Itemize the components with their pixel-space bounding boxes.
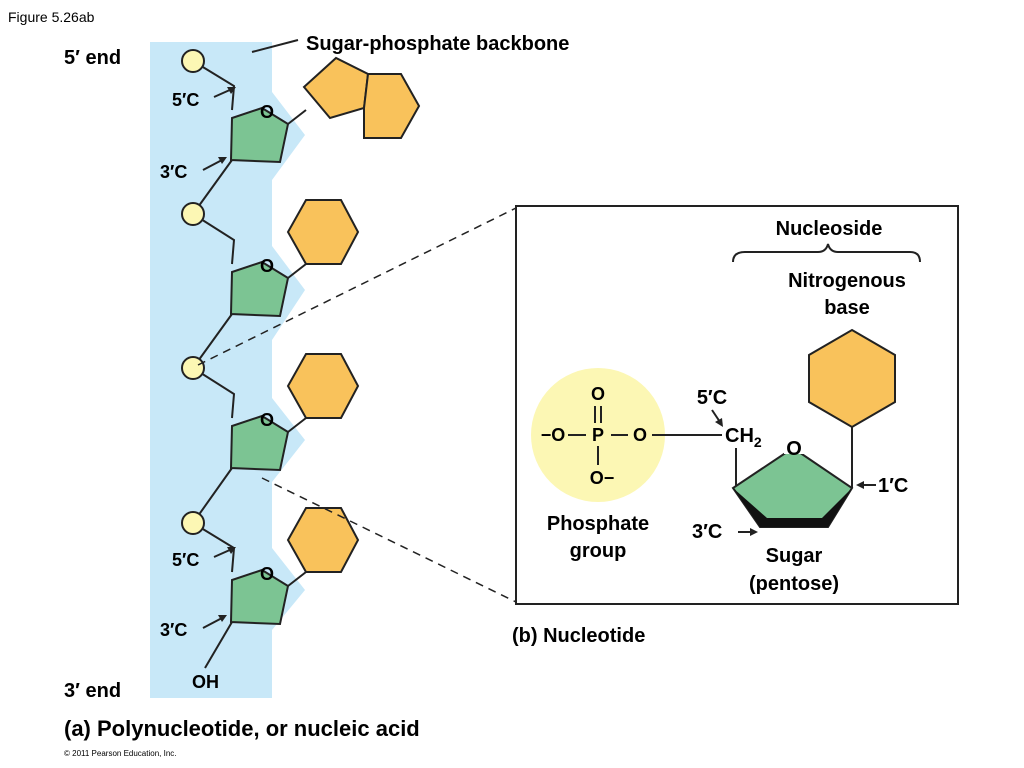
ring-o-label: O	[260, 410, 274, 430]
detail-ring-o: O	[786, 438, 802, 460]
phosphate-label-line2: group	[570, 540, 627, 562]
phosphate-top-o: O	[591, 384, 605, 404]
nucleotide-detail: Nucleoside Nitrogenous base O −O P O O− …	[512, 205, 959, 647]
phosphate-label-line1: Phosphate	[547, 513, 649, 535]
sugar-label-line1: Sugar	[766, 545, 823, 567]
base-purine-five-ring	[302, 56, 370, 120]
base-label-line1: Nitrogenous	[788, 270, 906, 292]
zoom-lines	[197, 207, 517, 603]
nucleotide-caption: (b) Nucleotide	[512, 625, 645, 647]
three-prime-end-label: 3′ end	[64, 680, 121, 702]
five-c-label: 5′C	[172, 90, 199, 110]
five-prime-end-label: 5′ end	[64, 47, 121, 69]
phosphate-circle	[181, 202, 205, 226]
backbone-leader	[251, 39, 299, 53]
strand-sugar-1	[229, 106, 290, 164]
strand-sugar-3	[229, 414, 290, 472]
phosphate-circle	[181, 356, 205, 380]
ch2-label: CH2	[725, 425, 762, 450]
base-pyrimidine-2	[286, 199, 360, 265]
base-pyrimidine-4	[286, 507, 360, 573]
phosphate-left-o: −O	[541, 425, 566, 445]
hydroxyl-label: OH	[192, 672, 219, 692]
phosphate-circle	[181, 49, 205, 73]
ring-o-label: O	[260, 102, 274, 122]
phosphate-right-o: O	[633, 425, 647, 445]
phosphate-bottom-o: O−	[590, 468, 615, 488]
sugar-front-edge	[733, 488, 852, 527]
phosphate-p: P	[592, 425, 604, 445]
backbone-label: Sugar-phosphate backbone	[306, 33, 569, 55]
polynucleotide-caption: (a) Polynucleotide, or nucleic acid	[64, 716, 420, 741]
nucleoside-brace	[732, 243, 921, 263]
detail-three-c-label: 3′C	[692, 521, 722, 543]
strand-sugar-4	[229, 568, 290, 626]
base-pyrimidine-3	[286, 353, 360, 419]
three-c-label: 3′C	[160, 620, 187, 640]
ring-o-gap	[784, 440, 804, 454]
detail-five-c-label: 5′C	[697, 387, 727, 409]
figure-label: Figure 5.26ab	[8, 9, 95, 25]
carbon-arrows	[202, 87, 236, 629]
base-label-line2: base	[824, 297, 870, 319]
one-c-label: 1′C	[878, 475, 908, 497]
five-c-label: 5′C	[172, 550, 199, 570]
ring-o-label: O	[260, 564, 274, 584]
sugar-label-line2: (pentose)	[749, 573, 839, 595]
nucleoside-label: Nucleoside	[776, 218, 883, 240]
phosphate-circle	[181, 511, 205, 535]
copyright: © 2011 Pearson Education, Inc.	[64, 749, 176, 758]
ring-o-label: O	[260, 256, 274, 276]
three-c-label: 3′C	[160, 162, 187, 182]
phosphate-group-circle	[531, 368, 665, 502]
base-purine-six-ring	[363, 73, 421, 139]
strand-sugar-2	[229, 260, 290, 318]
polynucleotide-strand: O O O O 5′ end Sugar-phosphate backbone …	[64, 33, 569, 758]
